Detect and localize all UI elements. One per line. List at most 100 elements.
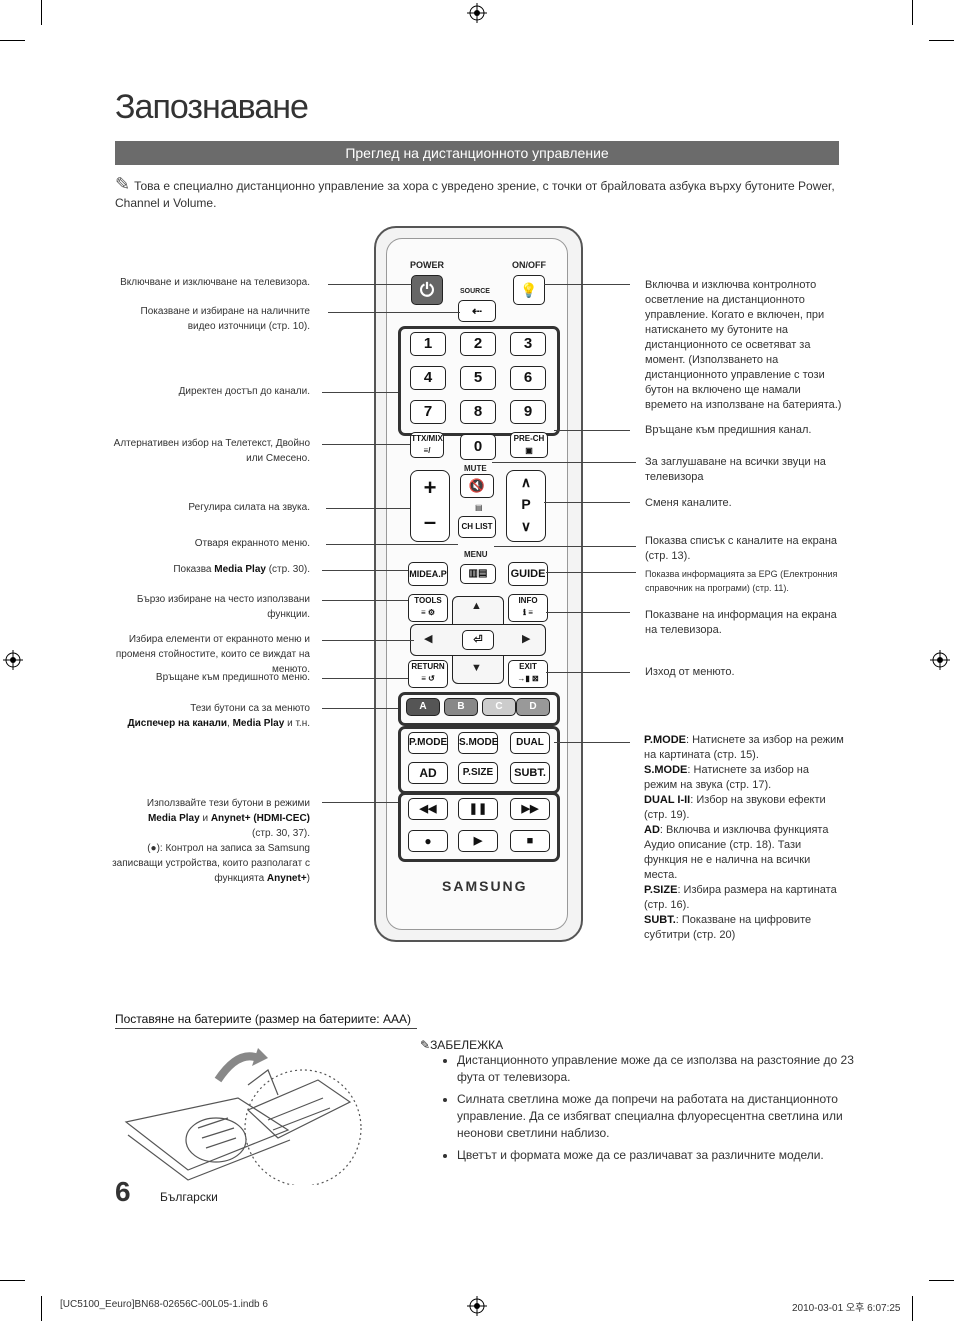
leader-line <box>322 570 408 571</box>
digit-3-button[interactable]: 3 <box>510 332 546 356</box>
text: (●): Контрол на записа за Samsung записв… <box>112 843 310 884</box>
mute-button[interactable]: 🔇 <box>460 474 494 498</box>
leader-line <box>554 742 630 743</box>
battery-illustration <box>124 1048 362 1185</box>
mode-text: : Избира размера на картината (стр. 16). <box>644 884 837 911</box>
nav-right-button[interactable]: ▶ <box>522 633 531 645</box>
rewind-icon: ◀◀ <box>419 803 437 815</box>
nav-left-button[interactable]: ◀ <box>424 633 433 645</box>
s-mode-button[interactable]: S.MODE <box>458 732 498 754</box>
return-icon: ≡ ↺ <box>421 674 435 683</box>
return-button[interactable]: RETURN≡ ↺ <box>408 660 448 688</box>
digit-7-button[interactable]: 7 <box>410 400 446 424</box>
section-banner: Преглед на дистанционното управление <box>115 141 839 165</box>
fast-forward-button[interactable]: ▶▶ <box>510 798 550 820</box>
registration-mark-icon <box>3 650 23 670</box>
mode-description: SUBT.: Показване на цифровите субтитри (… <box>644 913 844 943</box>
rewind-button[interactable]: ◀◀ <box>408 798 448 820</box>
heading-underline <box>115 1028 417 1029</box>
color-c-button[interactable]: C <box>482 698 516 716</box>
mode-text: : Натиснете за избор на режим на звука (… <box>644 764 810 791</box>
nav-up-button[interactable]: ▲ <box>471 600 482 612</box>
color-b-button[interactable]: B <box>444 698 478 716</box>
color-a-button[interactable]: A <box>406 698 440 716</box>
battery-heading: Поставяне на батериите (размер на батери… <box>115 1012 411 1026</box>
digit-0-button[interactable]: 0 <box>460 434 496 460</box>
digit-4-button[interactable]: 4 <box>410 366 446 390</box>
battery-notes: Дистанционното управление може да се изп… <box>425 1052 867 1169</box>
text: Диспечер на канали <box>127 718 228 729</box>
nav-down-button[interactable]: ▼ <box>471 662 482 674</box>
menu-button[interactable]: ▥▤ <box>460 564 496 584</box>
footer-timestamp: 2010-03-01 오후 6:07:25 <box>792 1303 901 1314</box>
stop-icon: ■ <box>526 835 534 847</box>
ad-button[interactable]: AD <box>408 762 448 784</box>
source-button[interactable]: ⇠ <box>458 300 496 322</box>
digit-2-button[interactable]: 2 <box>460 332 496 356</box>
guide-button[interactable]: GUIDE <box>508 562 548 586</box>
dual-button[interactable]: DUAL <box>510 732 550 754</box>
onoff-button[interactable]: 💡 <box>513 275 545 305</box>
samsung-logo: SAMSUNG <box>442 878 528 894</box>
text: , <box>227 718 233 729</box>
pre-ch-button[interactable]: PRE-CH▣ <box>510 432 548 458</box>
color-buttons-group <box>398 692 560 726</box>
crop-mark <box>41 1296 42 1321</box>
digit-8-button[interactable]: 8 <box>460 400 496 424</box>
enter-button[interactable]: ⏎ <box>462 630 494 650</box>
pencil-note-icon: ✎ <box>115 174 131 194</box>
tools-button[interactable]: TOOLS≡ ⚙ <box>408 594 448 622</box>
label-channel: Сменя каналите. <box>645 497 732 509</box>
exit-button[interactable]: EXIT→▮ ⊠ <box>508 660 548 688</box>
stop-button[interactable]: ■ <box>510 830 550 852</box>
note-title: ЗАБЕЛЕЖКА <box>430 1038 504 1052</box>
channel-rocker[interactable]: ∧P∨ <box>506 470 546 542</box>
page-title: Запознаване <box>115 88 309 126</box>
fast-forward-icon: ▶▶ <box>521 803 539 815</box>
mute-icon: 🔇 <box>468 478 486 493</box>
text: Тези бутони са за менюто <box>190 703 310 714</box>
enter-icon: ⏎ <box>473 634 483 646</box>
leader-line <box>544 502 630 503</box>
mode-text: : Включва и изключва функцията Аудио опи… <box>644 824 829 881</box>
pause-button[interactable]: ❚❚ <box>458 798 498 820</box>
volume-rocker[interactable]: +– <box>410 470 450 542</box>
play-button[interactable]: ▶ <box>458 830 498 852</box>
record-button[interactable]: ● <box>408 830 448 852</box>
power-button[interactable]: ⏻ <box>411 275 443 305</box>
exit-label: EXIT <box>519 662 537 671</box>
label-info: Показване на информация на екрана на тел… <box>645 609 837 636</box>
digit-9-button[interactable]: 9 <box>510 400 546 424</box>
text: и <box>199 813 211 824</box>
label-modes: P.MODE: Натиснете за избор на режим на к… <box>644 733 844 943</box>
label-numbers: Директен достъп до канали. <box>178 386 310 397</box>
digit-1-button[interactable]: 1 <box>410 332 446 356</box>
info-label: INFO <box>518 596 538 605</box>
p-mode-button[interactable]: P.MODE <box>408 732 448 754</box>
mode-name: AD <box>644 824 660 836</box>
digit-5-button[interactable]: 5 <box>460 366 496 390</box>
mode-text: : Натиснете за избор на режим на картина… <box>644 734 844 761</box>
play-icon: ▶ <box>473 835 483 847</box>
channel-p-label: P <box>521 496 531 512</box>
ttx-mix-button[interactable]: TTX/MIX≡/ <box>410 432 444 458</box>
mode-description: DUAL I-II: Избор на звукови ефекти (стр.… <box>644 793 844 823</box>
source-icon: ⇠ <box>471 304 483 318</box>
mode-description: S.MODE: Натиснете за избор на режим на з… <box>644 763 844 793</box>
ttx-icon: ≡/ <box>423 446 431 455</box>
text: Media Play <box>232 718 285 729</box>
volume-up-icon: + <box>423 475 437 500</box>
leader-line <box>322 600 408 601</box>
text: (стр. 30, 37). <box>252 828 310 839</box>
subt-button[interactable]: SUBT. <box>510 762 550 784</box>
ch-list-button[interactable]: CH LIST <box>458 516 496 538</box>
color-d-button[interactable]: D <box>516 698 550 716</box>
leader-line <box>546 672 630 673</box>
digit-6-button[interactable]: 6 <box>510 366 546 390</box>
mode-name: P.SIZE <box>644 884 678 896</box>
leader-line <box>492 462 636 463</box>
media-p-button[interactable]: MIDEA.P <box>408 562 448 586</box>
mode-name: S.MODE <box>644 764 688 776</box>
p-size-button[interactable]: P.SIZE <box>458 762 498 784</box>
